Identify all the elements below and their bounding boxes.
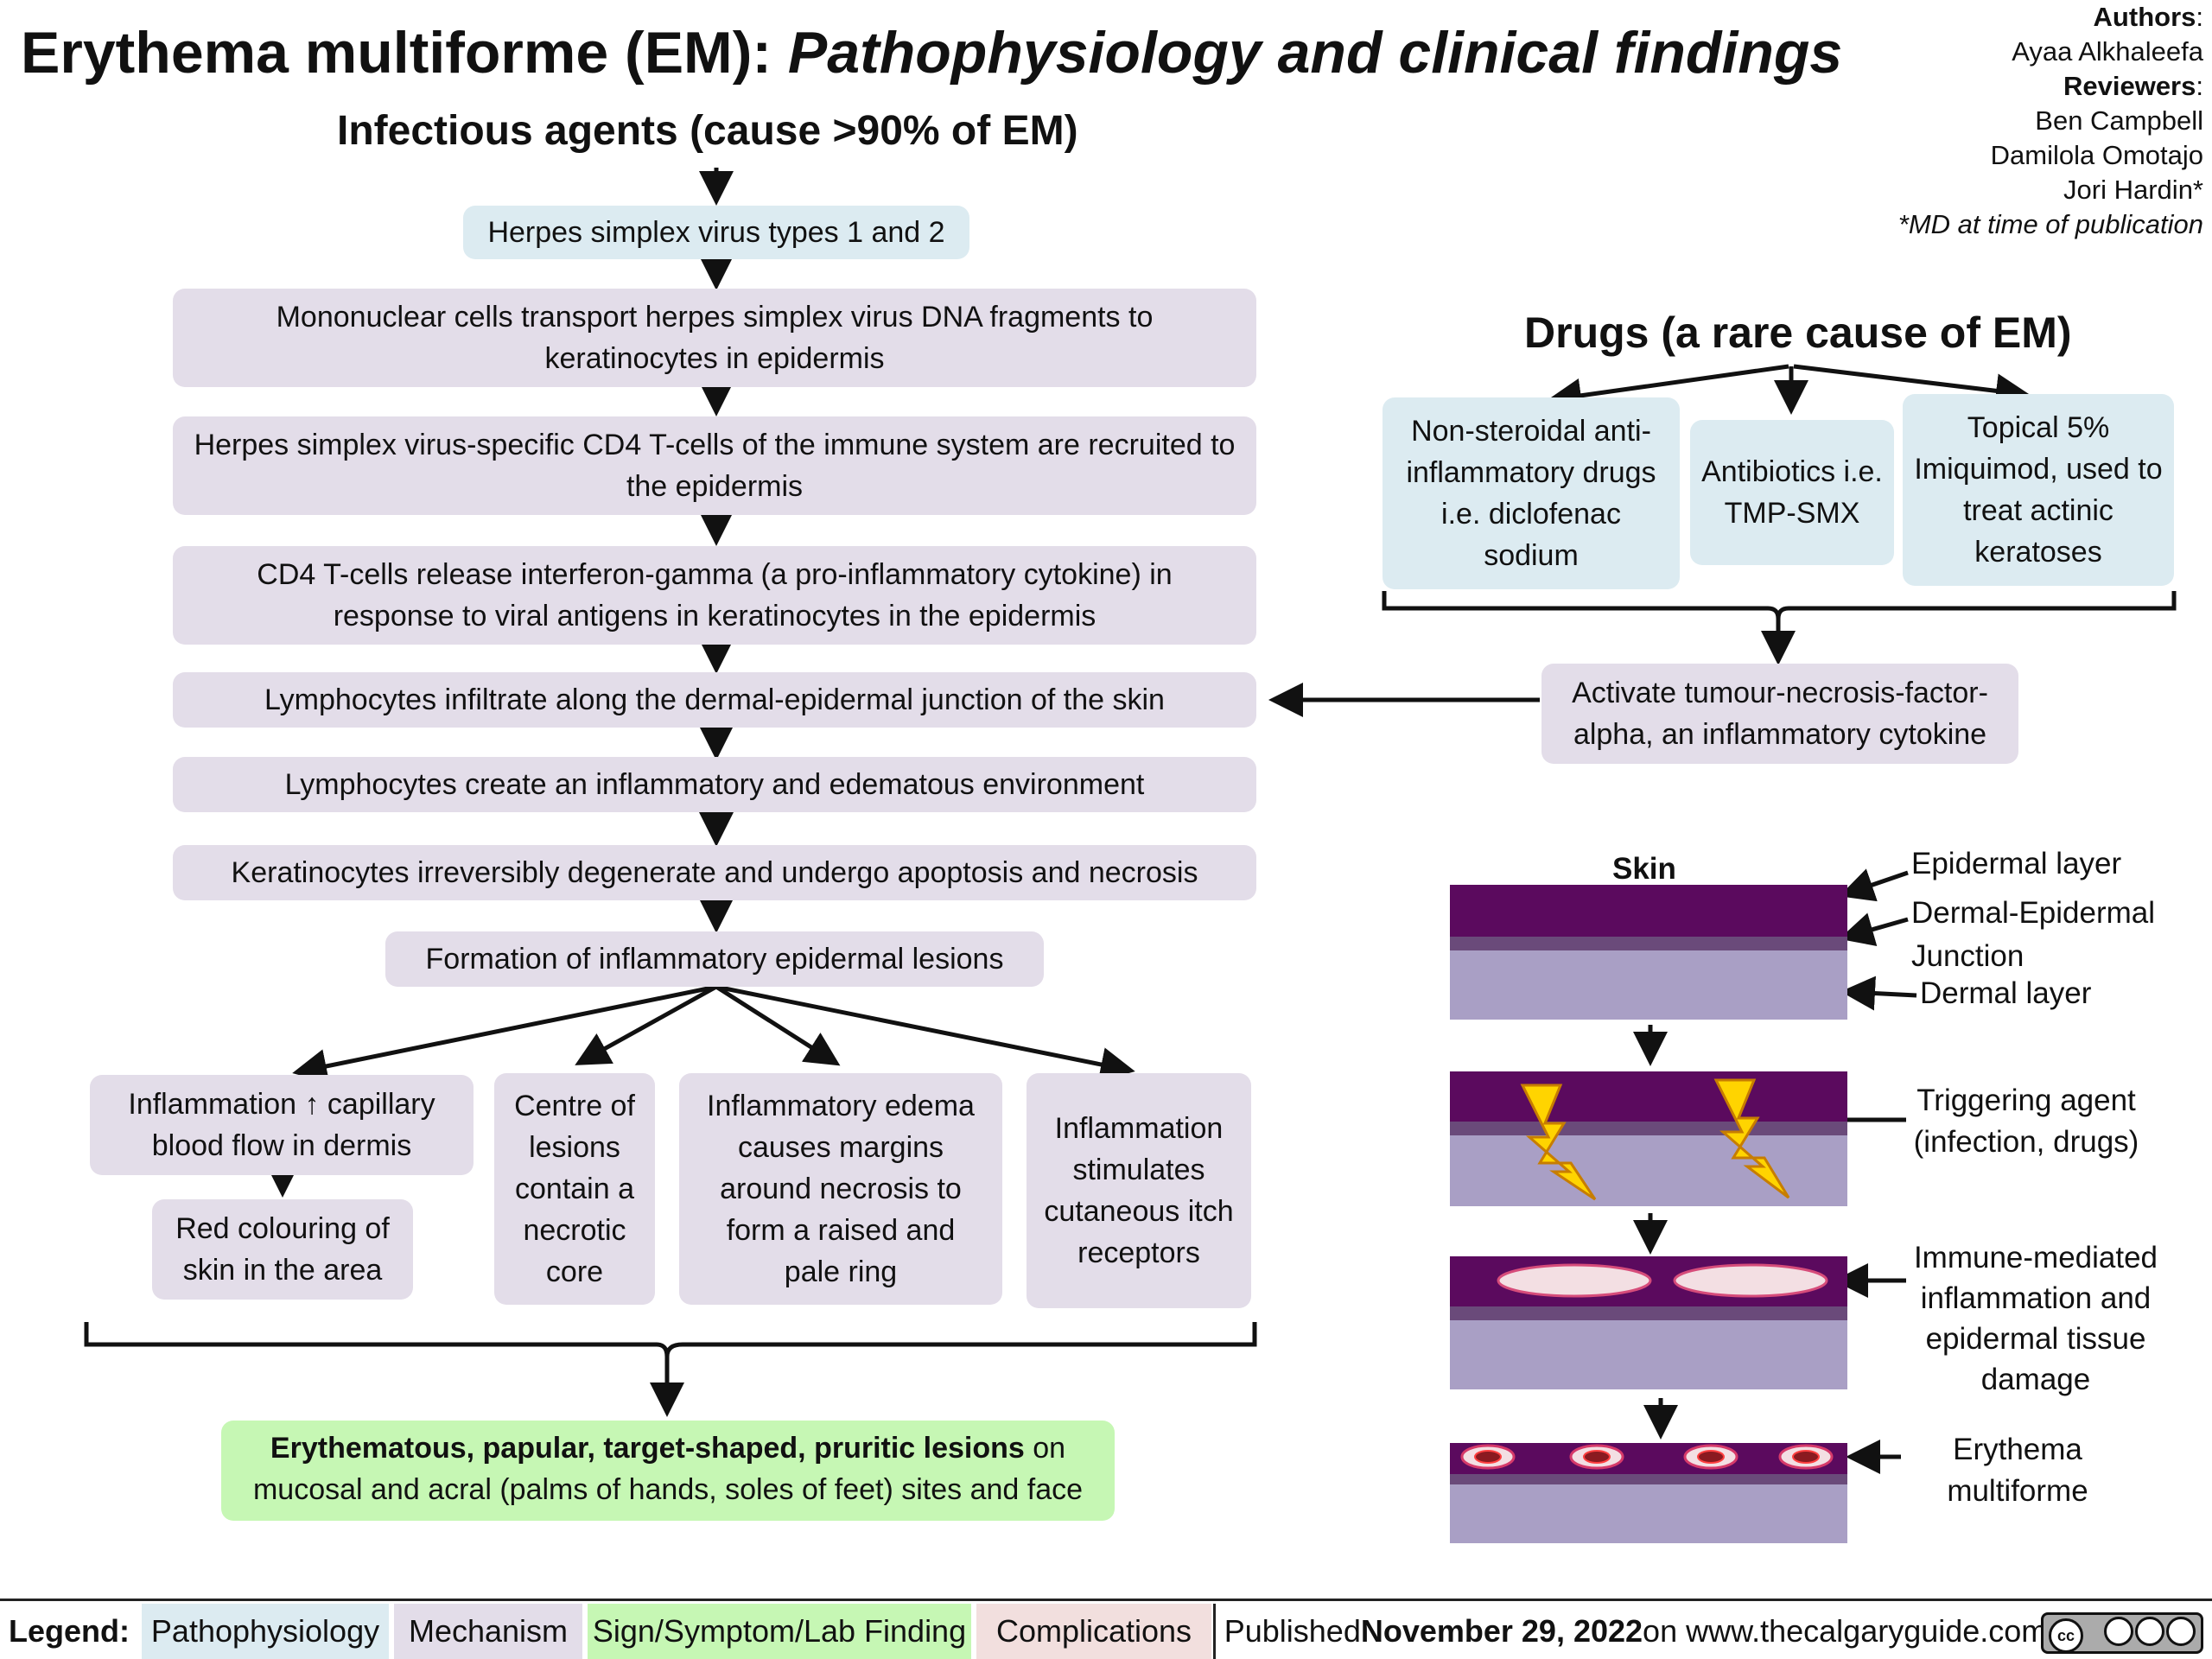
junction-label: Dermal-Epidermal Junction bbox=[1911, 896, 2156, 973]
legend-label: Legend: bbox=[9, 1613, 130, 1649]
dermal-layer-label: Dermal layer bbox=[1920, 976, 2092, 1010]
pale-ring-box: Inflammatory edema causes margins around… bbox=[679, 1073, 1002, 1305]
legend-sign-symptom: Sign/Symptom/Lab Finding bbox=[588, 1604, 971, 1659]
legend-mechanism: Mechanism bbox=[394, 1604, 582, 1659]
author-name: Ayaa Alkhaleefa bbox=[2012, 36, 2203, 67]
epidermal-layer-label: Epidermal layer bbox=[1911, 847, 2122, 880]
triggering-agent-label: Triggering agent (infection, drugs) bbox=[1913, 1084, 2139, 1159]
inflammatory-environment-box: Lymphocytes create an inflammatory and e… bbox=[173, 757, 1256, 812]
share-alike-icon bbox=[2166, 1617, 2196, 1646]
nsaid-box: Non-steroidal anti-inflammatory drugs i.… bbox=[1382, 397, 1680, 589]
reviewer-name: Jori Hardin* bbox=[2063, 175, 2203, 205]
itch-receptors-box: Inflammation stimulates cutaneous itch r… bbox=[1027, 1073, 1251, 1308]
legend-complications: Complications bbox=[976, 1604, 1211, 1659]
lesion-formation-box: Formation of inflammatory epidermal lesi… bbox=[385, 931, 1044, 987]
credits: Authors: Ayaa Alkhaleefa Reviewers: Ben … bbox=[1897, 2, 2203, 239]
credits-footnote: *MD at time of publication bbox=[1897, 209, 2203, 239]
keratinocyte-degeneration-box: Keratinocytes irreversibly degenerate an… bbox=[173, 845, 1256, 900]
capillary-blood-flow-box: Inflammation ↑ capillary blood flow in d… bbox=[90, 1075, 474, 1175]
imiquimod-box: Topical 5% Imiquimod, used to treat acti… bbox=[1903, 394, 2174, 586]
reviewer-name: Ben Campbell bbox=[2035, 105, 2203, 136]
cc-icon: cc bbox=[2049, 1618, 2083, 1653]
immune-inflammation-label: Immune-mediated inflammation and epiderm… bbox=[1913, 1241, 2158, 1396]
outcome-lesions-box: Erythematous, papular, target-shaped, pr… bbox=[221, 1421, 1115, 1521]
legend-separator bbox=[1213, 1604, 1216, 1659]
mononuclear-transport-box: Mononuclear cells transport herpes simpl… bbox=[173, 289, 1256, 387]
lightning-icon bbox=[1713, 1078, 1790, 1199]
necrotic-core-box: Centre of lesions contain a necrotic cor… bbox=[494, 1073, 655, 1305]
hsv-box: Herpes simplex virus types 1 and 2 bbox=[463, 206, 969, 259]
erythema-multiforme-label: Erythema multiforme bbox=[1947, 1433, 2088, 1508]
lightning-icon bbox=[1520, 1084, 1597, 1201]
target-lesion-icon bbox=[1460, 1444, 1834, 1470]
legend-divider bbox=[0, 1599, 2212, 1601]
tnf-alpha-box: Activate tumour-necrosis-factor-alpha, a… bbox=[1541, 664, 2018, 764]
non-commercial-icon bbox=[2135, 1617, 2164, 1646]
skin-title: Skin bbox=[1612, 852, 1676, 886]
infectious-agents-heading: Infectious agents (cause >90% of EM) bbox=[337, 108, 1078, 154]
lymphocyte-infiltration-box: Lymphocytes infiltrate along the dermal-… bbox=[173, 672, 1256, 728]
interferon-release-box: CD4 T-cells release interferon-gamma (a … bbox=[173, 546, 1256, 645]
reviewers-label: Reviewers bbox=[2063, 71, 2196, 101]
legend-pathophysiology: Pathophysiology bbox=[142, 1604, 389, 1659]
cc-by-nc-sa-icon: cc bbox=[2041, 1612, 2203, 1654]
person-icon bbox=[2104, 1617, 2133, 1646]
red-colouring-box: Red colouring of skin in the area bbox=[152, 1199, 413, 1300]
reviewer-name: Damilola Omotajo bbox=[1990, 140, 2203, 170]
published-note: Published November 29, 2022 on www.theca… bbox=[1224, 1613, 2048, 1649]
antibiotics-box: Antibiotics i.e. TMP-SMX bbox=[1690, 420, 1894, 565]
drugs-heading: Drugs (a rare cause of EM) bbox=[1524, 308, 2072, 357]
page-title: Erythema multiforme (EM): Pathophysiolog… bbox=[21, 20, 1843, 86]
authors-label: Authors bbox=[2093, 2, 2196, 32]
cd4-recruitment-box: Herpes simplex virus-specific CD4 T-cell… bbox=[173, 416, 1256, 515]
